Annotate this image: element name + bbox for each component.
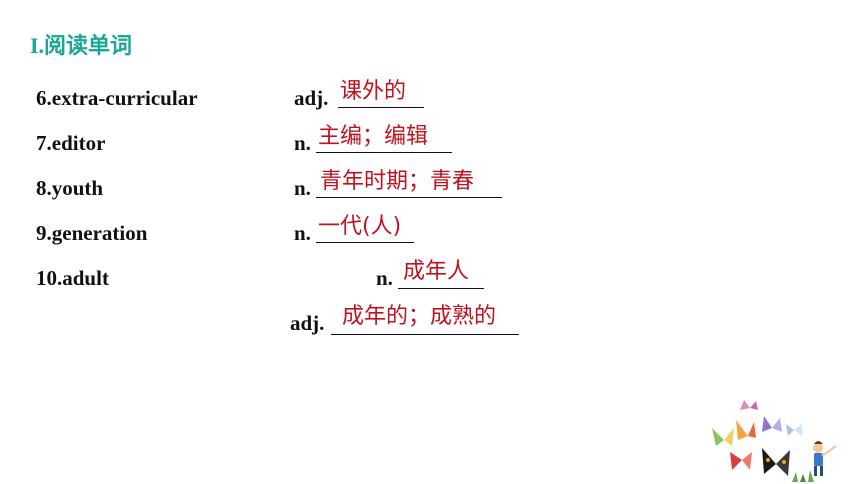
answer-blank-7 <box>316 152 452 153</box>
answer-text-10-adj: 成年的；成熟的 <box>342 304 497 329</box>
butterfly-icon-3 <box>736 420 756 440</box>
vocab-word-6: 6.extra-curricular <box>36 86 198 110</box>
pos-label-7: n. <box>294 131 311 155</box>
butterfly-icon-4 <box>762 416 782 432</box>
butterfly-icon-1 <box>740 400 758 410</box>
butterfly-icon-5 <box>786 424 802 436</box>
vocab-word-7: 7.editor <box>36 131 106 155</box>
answer-text-7: 主编；编辑 <box>318 124 429 149</box>
butterfly-icon-6 <box>730 452 752 470</box>
pos-label-10-adj: adj. <box>290 311 325 335</box>
pos-label-10-noun: n. <box>376 266 393 290</box>
butterfly-icon-7 <box>762 448 790 476</box>
vocab-word-8: 8.youth <box>36 176 104 200</box>
vocab-word-9: 9.generation <box>36 221 148 245</box>
answer-blank-10-noun <box>398 288 484 289</box>
pos-label-8: n. <box>294 176 311 200</box>
answer-blank-6 <box>338 107 424 108</box>
vocab-word-10: 10.adult <box>36 266 109 290</box>
answer-text-6: 课外的 <box>340 79 407 104</box>
child-figure-icon <box>813 441 837 476</box>
answer-text-10-noun: 成年人 <box>403 259 470 284</box>
pos-label-6: adj. <box>294 86 329 110</box>
answer-blank-10-adj <box>331 334 519 335</box>
answer-text-8: 青年时期；青春 <box>320 169 475 194</box>
answer-text-9: 一代(人) <box>318 214 402 239</box>
grass-icon <box>792 470 814 482</box>
answer-blank-9 <box>316 242 414 243</box>
butterflies-decoration <box>712 400 837 482</box>
section-heading: I.阅读单词 <box>30 33 133 58</box>
butterfly-icon-2 <box>712 428 734 446</box>
pos-label-9: n. <box>294 221 311 245</box>
answer-blank-8 <box>316 197 502 198</box>
